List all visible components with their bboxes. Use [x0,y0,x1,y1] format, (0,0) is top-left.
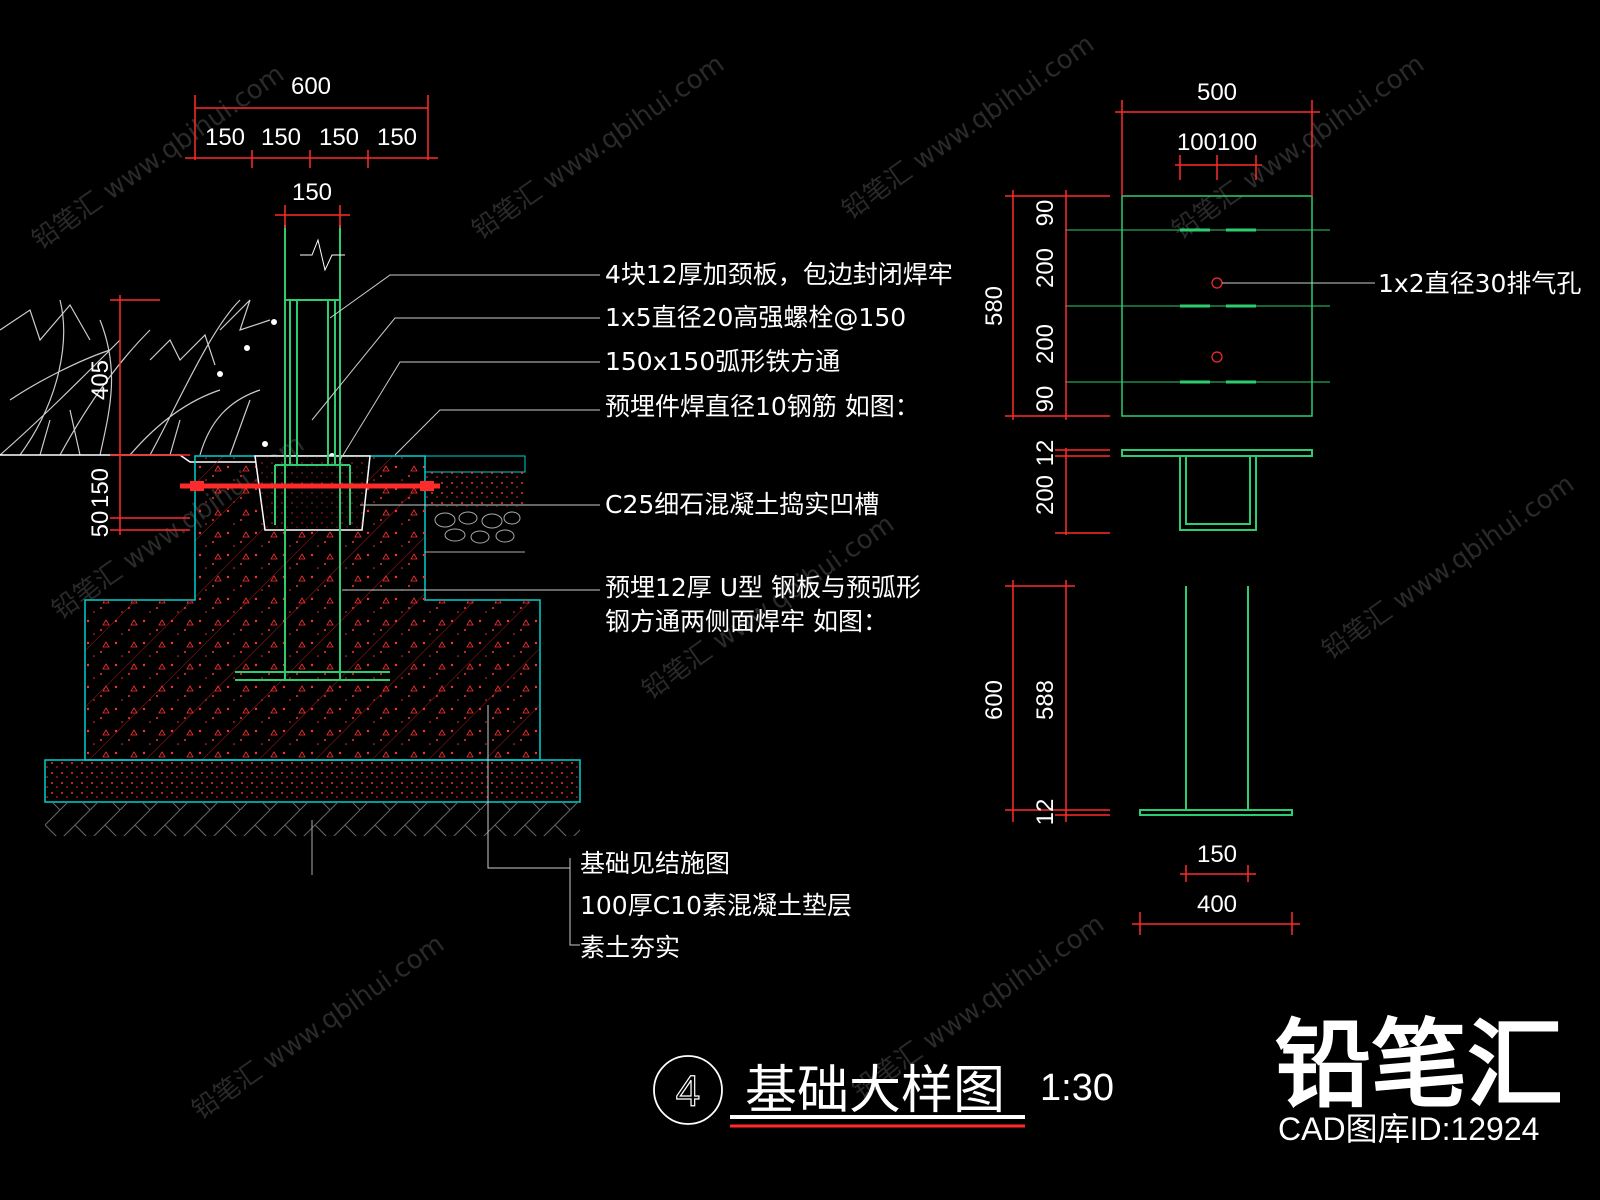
plant-icon [0,299,271,456]
plate-dimensions [1005,100,1320,535]
dim-plate-width: 500 [1197,79,1237,106]
note-c25-recess: C25细石混凝土捣实凹槽 [605,490,879,519]
embed-elevation [1139,586,1293,816]
watermark: 铅笔汇 www.qbihui.com [187,929,450,1126]
dim-post-width: 150 [292,179,332,206]
title-text: 基础大样图 [745,1061,1005,1121]
title-number: 4 [676,1067,700,1116]
dim-embed-plate: 12 [1032,799,1059,826]
watermark: 铅笔汇 www.qbihui.com [467,49,730,246]
brand-id: CAD图库ID:12924 [1278,1111,1539,1147]
dim-top-seg: 150 [377,124,417,151]
dim-embed-total: 600 [981,680,1008,720]
dim-u-height: 200 [1032,475,1059,515]
dim-top-seg: 150 [205,124,245,151]
note-vent-holes: 1x2直径30排气孔 [1378,269,1581,298]
note-bolts: 1x5直径20高强螺栓@150 [605,303,906,332]
note-foundation: 基础见结施图 [580,849,730,878]
dim-embed-outer-width: 400 [1197,891,1237,918]
dim-plate-row: 200 [1032,248,1059,288]
embed-dimensions [1005,580,1300,935]
title-scale: 1:30 [1040,1067,1114,1109]
note-soil: 素土夯实 [580,933,680,962]
section-dimensions [110,95,438,535]
dim-plate-row: 90 [1032,386,1059,413]
dim-top-seg: 150 [261,124,301,151]
watermark: 铅笔汇 www.qbihui.com [1317,469,1580,666]
note-gusset: 4块12厚加颈板，包边封闭焊牢 [605,260,953,289]
dim-plate-inner: 100100 [1177,129,1257,156]
dim-plate-thickness: 12 [1032,440,1059,467]
dim-plate-row: 90 [1032,200,1059,227]
leader-lines [311,274,600,946]
note-embed-rebar: 预埋件焊直径10钢筋 如图： [605,392,920,421]
u-channel [1121,449,1313,531]
dim-embed-leg: 588 [1032,680,1059,720]
dim-embed-inner-width: 150 [1197,841,1237,868]
dim-top-seg: 150 [319,124,359,151]
note-bedding: 100厚C10素混凝土垫层 [580,891,852,920]
dim-top-total: 600 [291,73,331,100]
note-u-plate-1: 预埋12厚 U型 钢板与预弧形 [605,573,921,602]
dim-left-mid: 150 [87,468,114,508]
note-steel-tube: 150x150弧形铁方通 [605,347,840,376]
drawing-title: 4 基础大样图 1:30 [653,1055,1114,1128]
dim-left-upper: 405 [87,360,114,400]
dim-plate-height: 580 [981,286,1008,326]
foundation-section [0,225,581,875]
dim-left-low: 50 [87,511,114,538]
dim-plate-row: 200 [1032,324,1059,364]
note-u-plate-2: 钢方通两侧面焊牢 如图： [605,607,888,636]
plate-plan [1065,195,1375,417]
brand-logo: 铅笔汇 [1275,1009,1563,1121]
